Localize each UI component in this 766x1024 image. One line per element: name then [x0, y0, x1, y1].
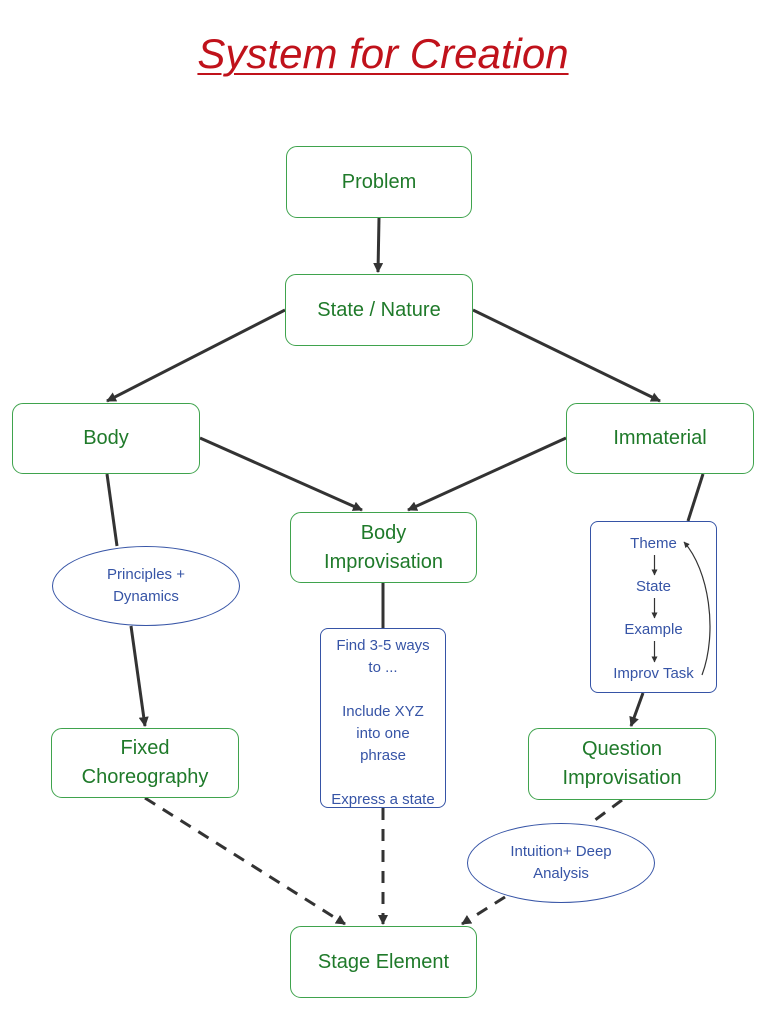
note-immaterial-cycle: Theme State Example Improv Task: [590, 521, 717, 693]
node-body-improvisation-line-1: Body: [360, 521, 407, 544]
cycle-improv-task: Improv Task: [613, 665, 694, 682]
task-spacer-1: [321, 679, 445, 701]
node-fixed-choreography: Fixed Choreography: [51, 728, 239, 798]
task-line-5: phrase: [360, 747, 406, 764]
arrow-problem-to-state: [373, 217, 384, 273]
ellipse-principles-line-2: Dynamics: [113, 588, 179, 605]
node-fixed-choreography-line-1: Fixed: [120, 737, 170, 759]
cycle-arrows: [651, 541, 711, 676]
line-body-to-principles: [105, 473, 119, 547]
ellipse-intuition-line-2: Analysis: [533, 865, 589, 882]
node-question-improvisation-line-1: Question: [581, 738, 663, 760]
node-body-improvisation-line-2: Improvisation: [324, 550, 443, 573]
diagram-title: System for Creation: [197, 30, 569, 77]
cycle-theme: Theme: [630, 535, 677, 552]
ellipse-intuition-deep-analysis: Intuition+ Deep Analysis: [467, 823, 655, 903]
node-problem: Problem: [286, 146, 472, 218]
line-immaterial-to-cycle: [686, 473, 705, 522]
dashed-arrow-intuition-to-stage: [461, 895, 506, 926]
task-line-3: Include XYZ: [342, 703, 424, 720]
arrow-body-to-body-improvisation: [199, 436, 363, 512]
arrow-state-to-body: [106, 308, 286, 403]
task-line-4: into one: [356, 725, 410, 742]
task-spacer-2: [321, 767, 445, 789]
dashed-arrow-fixed-to-stage: [144, 796, 346, 926]
node-question-improvisation: Question Improvisation: [528, 728, 716, 800]
arrow-principles-to-fixed-choreography: [129, 625, 149, 727]
task-line-6: Express a state: [331, 791, 435, 808]
dashed-line-question-to-intuition: [590, 798, 623, 825]
note-body-improvisation-tasks: Find 3-5 ways to ... Include XYZ into on…: [320, 628, 446, 808]
node-body-improvisation: Body Improvisation: [290, 512, 477, 583]
node-state-nature: State / Nature: [285, 274, 473, 346]
node-fixed-choreography-line-2: Choreography: [81, 766, 209, 788]
ellipse-principles-dynamics: Principles + Dynamics: [52, 546, 240, 626]
node-body: Body: [12, 403, 200, 474]
arrow-cycle-to-question-improvisation: [629, 692, 645, 727]
cycle-return-arrow: [683, 541, 711, 676]
arrow-immaterial-to-body-improvisation: [407, 436, 567, 512]
node-question-improvisation-line-2: Improvisation: [562, 767, 682, 789]
ellipse-intuition-line-1: Intuition+ Deep: [510, 843, 612, 860]
ellipse-principles-line-1: Principles +: [107, 566, 185, 583]
arrow-state-to-immaterial: [472, 308, 661, 403]
cycle-example: Example: [624, 621, 683, 638]
task-line-2: to ...: [368, 659, 398, 676]
node-stage-element: Stage Element: [290, 926, 477, 998]
task-line-1: Find 3-5 ways: [336, 637, 430, 654]
cycle-state: State: [635, 578, 672, 595]
node-immaterial: Immaterial: [566, 403, 754, 474]
